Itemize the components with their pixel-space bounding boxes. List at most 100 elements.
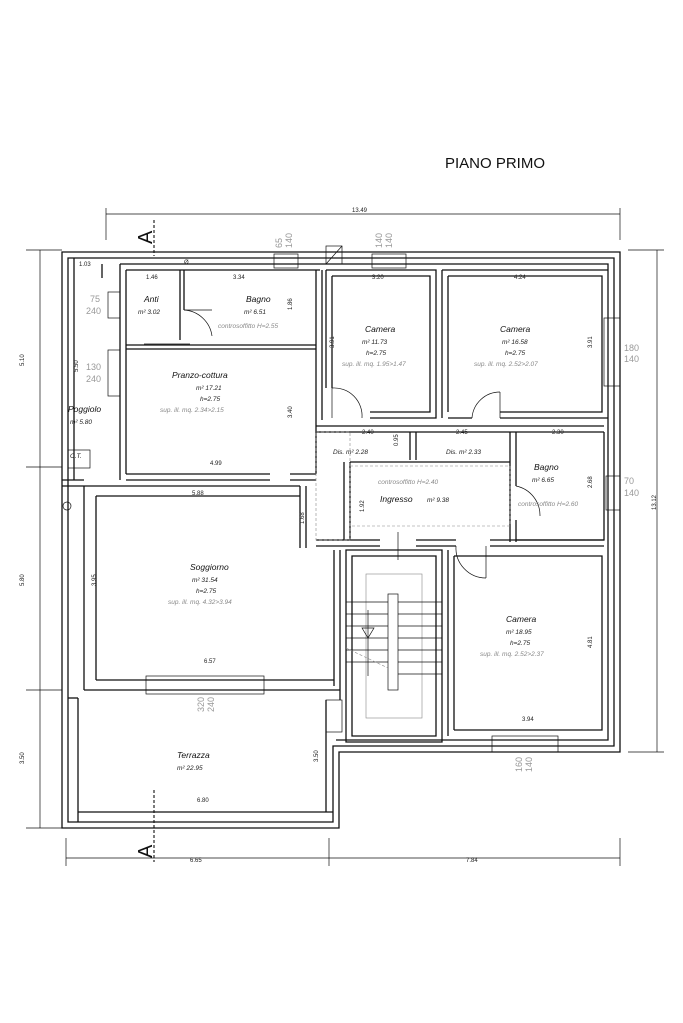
dis2-label: Dis. m² 2.33: [446, 449, 481, 456]
section-line: A A: [135, 220, 157, 862]
plan-text: 1.03: [79, 262, 91, 268]
camera1-sup: sup. ill. mq. 1.95>1.47: [342, 361, 406, 368]
plan-text: 6.65: [190, 858, 202, 864]
plan-text: 140: [624, 488, 639, 498]
bagno2-name: Bagno: [534, 462, 559, 472]
pranzo-sup: sup. ill. mq. 2.34>2.15: [160, 407, 224, 414]
soggiorno-area: m² 31.54: [192, 577, 218, 584]
plan-text: 70: [624, 476, 634, 486]
plan-text: 65: [274, 238, 284, 248]
staircase: [345, 573, 442, 719]
section-label-top: A: [135, 230, 157, 244]
plan-text: 4.81: [588, 636, 594, 648]
disimpegno-zone: [315, 431, 351, 541]
plan-text: 13.12: [652, 494, 658, 510]
soggiorno-name: Soggiorno: [190, 562, 229, 572]
ct-box: [67, 449, 91, 469]
plan-title: PIANO PRIMO: [445, 155, 545, 172]
plan-text: 3.50: [314, 750, 320, 762]
plan-text: 320: [196, 697, 206, 712]
plan-text: 2.40: [362, 430, 374, 436]
doors: [144, 309, 541, 579]
ingresso-name: Ingresso: [380, 494, 413, 504]
camera1-area: m² 11.73: [362, 339, 388, 346]
windows: [107, 245, 621, 753]
plan-text: 3.91: [588, 336, 594, 348]
pranzo-height: h=2.75: [200, 396, 220, 403]
plan-text: 13.49: [352, 208, 368, 214]
plan-text: 2.45: [456, 430, 468, 436]
ingresso-ceiling-zone: [349, 465, 511, 527]
plan-text: 140: [624, 354, 639, 364]
camera2-name: Camera: [500, 324, 531, 334]
plan-text: 3.20: [372, 275, 384, 281]
plan-text: 140: [374, 233, 384, 248]
terrazza-area: m² 22.95: [177, 765, 203, 772]
plan-text: 3.34: [233, 275, 245, 281]
plan-text: 1.86: [288, 298, 294, 310]
plan-text: 75: [90, 294, 100, 304]
plan-text: 130: [86, 362, 101, 372]
camera1-height: h=2.75: [366, 350, 386, 357]
plan-text: 3.40: [288, 406, 294, 418]
window-labels: 65 140 140 140 75 240 130 240 180 140 70…: [86, 233, 639, 772]
plan-text: 240: [206, 697, 216, 712]
bagno2-area: m² 6.65: [532, 477, 554, 484]
camera3-area: m² 18.95: [506, 629, 532, 636]
camera1-name: Camera: [365, 324, 396, 334]
plan-text: 3.95: [92, 574, 98, 586]
room-labels: Anti m² 3.02 Bagno m² 6.51 controsoffitt…: [68, 294, 579, 772]
section-label-bottom: A: [135, 844, 157, 858]
anti-name: Anti: [143, 294, 160, 304]
ingresso-note: controsoffitto H=2.40: [378, 479, 439, 486]
dis1-label: Dis. m² 2.28: [333, 449, 368, 456]
terrazza-name: Terrazza: [177, 750, 210, 760]
pranzo-area: m² 17.21: [196, 385, 222, 392]
plan-text: 1.92: [360, 500, 366, 512]
plan-text: 5.88: [192, 491, 204, 497]
ingresso-area: m² 9.38: [427, 497, 449, 504]
plan-text: 6.80: [197, 798, 209, 804]
camera2-height: h=2.75: [505, 350, 525, 357]
plan-text: 140: [384, 233, 394, 248]
interior-walls: [62, 258, 608, 822]
camera2-sup: sup. ill. mq. 2.52>2.07: [474, 361, 538, 368]
anti-area: m² 3.02: [138, 309, 160, 316]
camera3-sup: sup. ill. mq. 2.52>2.37: [480, 651, 544, 658]
plan-text: 3.94: [522, 717, 534, 723]
plan-text: 5.50: [74, 360, 80, 372]
dimension-lines: [26, 208, 664, 866]
bagno1-name: Bagno: [246, 294, 271, 304]
plan-text: 1.68: [300, 512, 306, 524]
soggiorno-height: h=2.75: [196, 588, 216, 595]
column-marker: [62, 501, 72, 511]
poggiolo-area: m² 5.80: [70, 419, 92, 426]
plan-text: 1.46: [146, 275, 158, 281]
plan-text: 140: [524, 757, 534, 772]
plan-text: 5.10: [20, 354, 26, 366]
plan-text: 4.24: [514, 275, 526, 281]
poggiolo-name: Poggiolo: [68, 404, 101, 414]
plan-text: 3.50: [20, 752, 26, 764]
plan-text: 240: [86, 374, 101, 384]
plan-text: 0.95: [394, 434, 400, 446]
bagno1-note: controsoffitto H=2.55: [218, 323, 279, 330]
plan-text: 2.68: [588, 476, 594, 488]
camera2-area: m² 16.58: [502, 339, 528, 346]
plan-text: 2.30: [552, 430, 564, 436]
plan-text: 140: [284, 233, 294, 248]
dimension-labels: 13.49 6.65 7.84 5.10 5.80 3.50 13.12 1.0…: [20, 208, 658, 864]
bagno1-area: m² 6.51: [244, 309, 266, 316]
plan-text: 7.84: [466, 858, 478, 864]
plan-text: 240: [86, 306, 101, 316]
plan-text: 4.99: [210, 461, 222, 467]
plan-text: 160: [514, 757, 524, 772]
camera3-name: Camera: [506, 614, 537, 624]
bagno2-note: controsoffitto H=2.60: [518, 501, 579, 508]
plan-text: Ø: [184, 260, 189, 266]
plan-text: 5.80: [20, 574, 26, 586]
pranzo-name: Pranzo-cottura: [172, 370, 228, 380]
plan-text: 180: [624, 343, 639, 353]
ct-label: C.T.: [70, 453, 82, 460]
